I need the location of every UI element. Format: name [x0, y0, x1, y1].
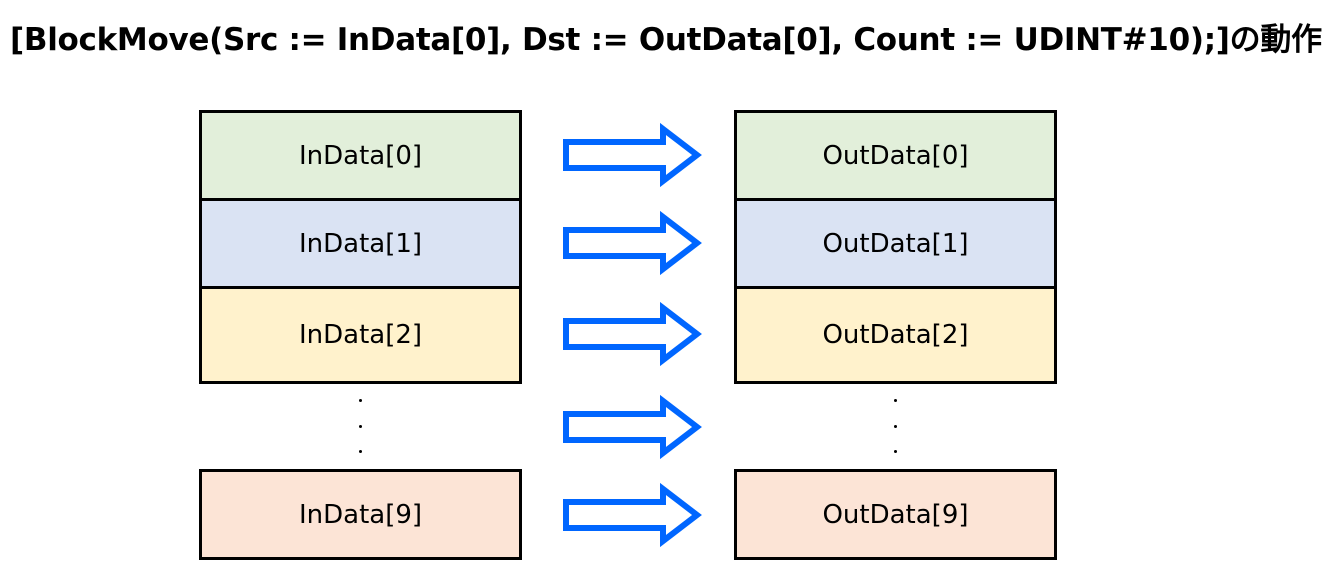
out-data-1-box: OutData[1]: [734, 198, 1057, 289]
in-data-1-label: InData[1]: [298, 228, 423, 259]
diagram-title: [BlockMove(Src := InData[0], Dst := OutD…: [10, 22, 1322, 58]
arrow-right-icon: [563, 482, 702, 548]
arrow-right-icon: [563, 301, 702, 367]
right-ellipsis: [890, 399, 900, 453]
in-data-0-label: InData[0]: [298, 140, 423, 171]
in-data-0-box: InData[0]: [199, 110, 522, 201]
out-data-2-label: OutData[2]: [822, 320, 969, 350]
out-data-1-label: OutData[1]: [822, 228, 969, 259]
arrow-right-icon: [563, 210, 702, 276]
arrow-right-icon: [563, 122, 702, 188]
in-data-9-box: InData[9]: [199, 469, 522, 560]
in-data-2-label: InData[2]: [298, 320, 423, 350]
in-data-2-box: InData[2]: [199, 286, 522, 384]
out-data-0-box: OutData[0]: [734, 110, 1057, 201]
left-ellipsis: [355, 399, 365, 453]
in-data-1-box: InData[1]: [199, 198, 522, 289]
out-data-9-box: OutData[9]: [734, 469, 1057, 560]
arrow-right-icon: [563, 394, 702, 460]
out-data-2-box: OutData[2]: [734, 286, 1057, 384]
out-data-9-label: OutData[9]: [822, 499, 969, 530]
in-data-9-label: InData[9]: [298, 499, 423, 530]
out-data-0-label: OutData[0]: [822, 140, 969, 171]
